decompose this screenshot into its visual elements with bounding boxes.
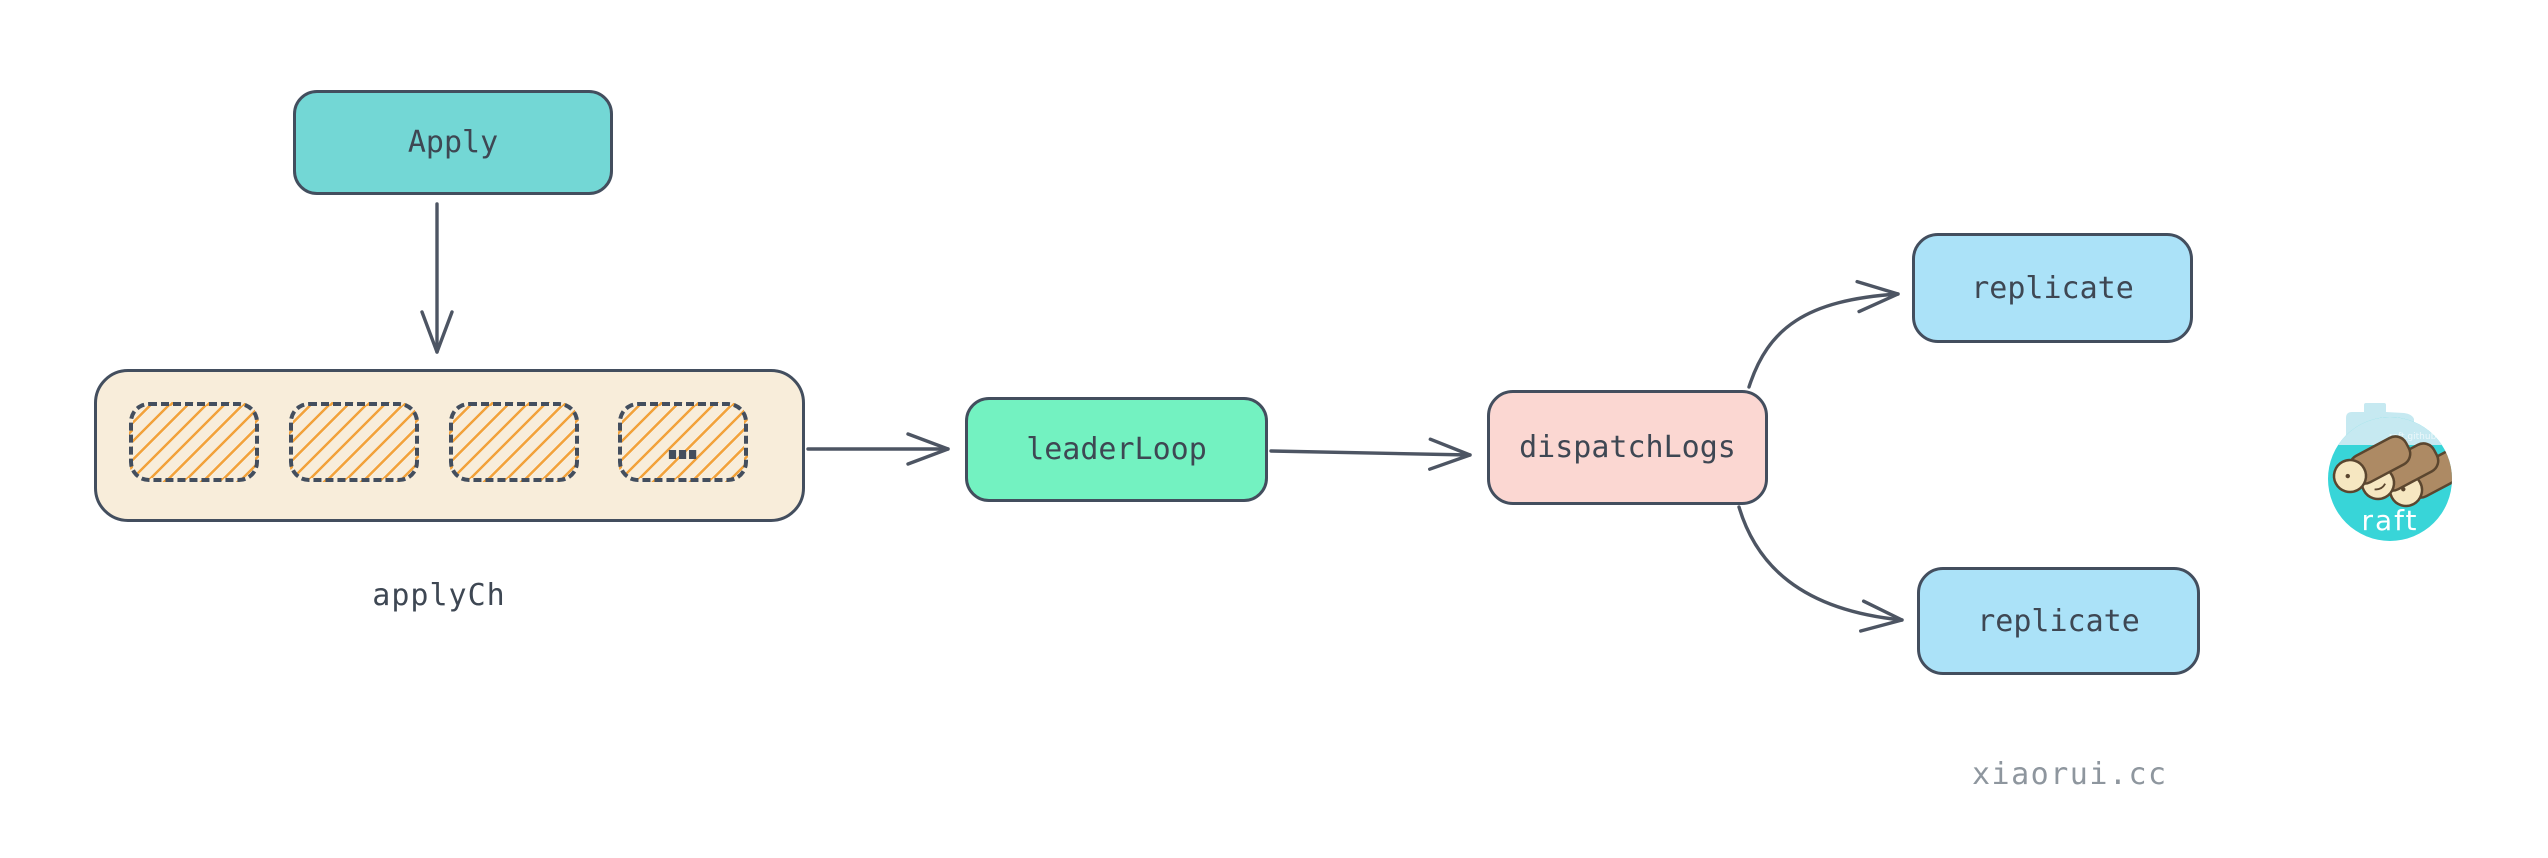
edge-leaderloop-to-dispatchlogs-arrow bbox=[1269, 437, 1472, 471]
raft-logo-caption: raft.github.io bbox=[2389, 432, 2448, 442]
node-dispatch-logs-label: dispatchLogs bbox=[1519, 430, 1736, 465]
applych-slot-4: … bbox=[618, 402, 748, 482]
node-replicate-bottom-label: replicate bbox=[1977, 603, 2140, 639]
node-replicate-top-label: replicate bbox=[1971, 270, 2134, 306]
edge-dispatchlogs-to-replicate-bottom-arrow bbox=[1737, 505, 1904, 633]
node-apply-ch-label: applyCh bbox=[372, 578, 506, 613]
applych-slot-2 bbox=[289, 402, 419, 482]
node-replicate-top: replicate bbox=[1912, 233, 2193, 343]
node-apply: Apply bbox=[293, 90, 613, 195]
watermark: xiaorui.cc bbox=[1972, 757, 2168, 792]
applych-slot-3 bbox=[449, 402, 579, 482]
node-apply-ch: … bbox=[94, 369, 805, 522]
raft-logo-logs bbox=[2332, 435, 2452, 508]
node-apply-label: Apply bbox=[407, 125, 499, 160]
applych-ellipsis: … bbox=[667, 413, 699, 471]
raft-logo-wordmark: raft bbox=[2361, 504, 2418, 537]
raft-logo: raft.github.io raft bbox=[2328, 403, 2452, 541]
node-leader-loop: leaderLoop bbox=[965, 397, 1268, 502]
node-dispatch-logs: dispatchLogs bbox=[1487, 390, 1768, 505]
node-leader-loop-label: leaderLoop bbox=[1026, 432, 1207, 467]
applych-slot-1 bbox=[129, 402, 259, 482]
node-replicate-bottom: replicate bbox=[1917, 567, 2200, 675]
edge-dispatchlogs-to-replicate-top-arrow bbox=[1747, 279, 1900, 389]
